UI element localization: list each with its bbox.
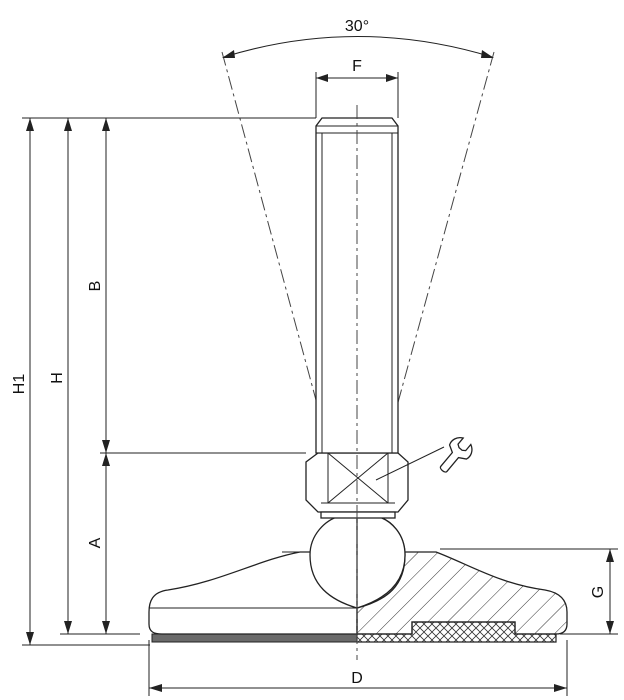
wrench-icon <box>375 437 473 481</box>
a-label: A <box>87 537 104 548</box>
g-label: G <box>590 586 607 598</box>
b-label: B <box>87 281 104 292</box>
h-label: H <box>49 372 66 384</box>
thread-diameter-dimension: F <box>315 58 399 118</box>
h1-label: H1 <box>11 374 28 395</box>
base-right-half-section <box>356 551 568 643</box>
thread-diameter-label: F <box>352 58 362 75</box>
base-height-dimension: G <box>440 548 618 635</box>
angle-arc <box>223 36 493 58</box>
threaded-stud <box>315 105 399 660</box>
d-label: D <box>351 670 363 687</box>
angle-label: 30° <box>345 18 369 35</box>
base-diameter-dimension: D <box>148 640 568 696</box>
angle-arrow-right <box>481 50 494 58</box>
angle-arrow-left <box>222 50 235 58</box>
height-dimensions: H1 H B A <box>11 117 316 646</box>
